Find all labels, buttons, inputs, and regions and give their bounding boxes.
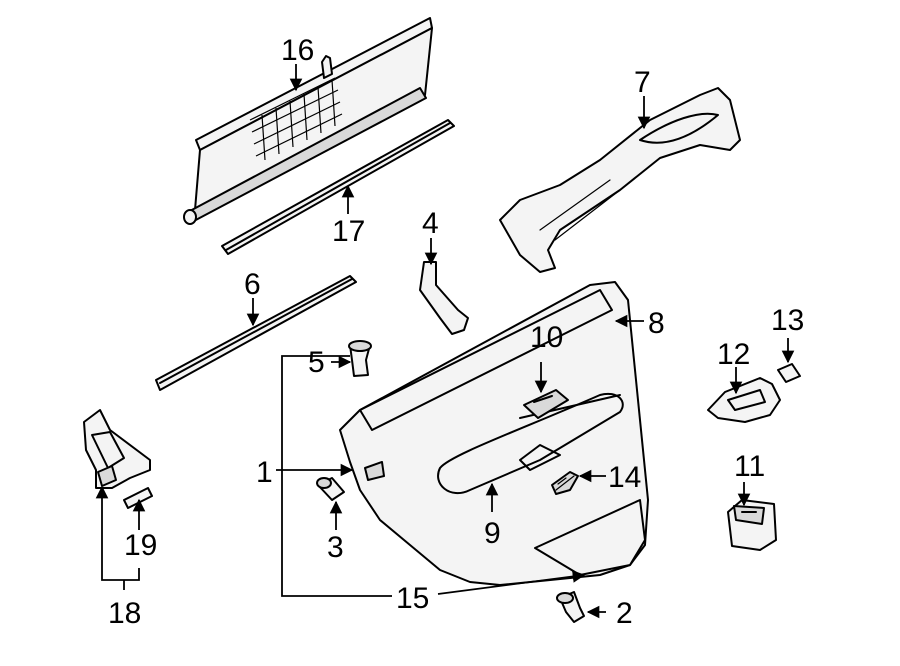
callout-6: 6 <box>244 268 261 301</box>
callout-10: 10 <box>530 321 563 354</box>
callout-4: 4 <box>422 207 439 240</box>
callout-3: 3 <box>327 531 344 564</box>
callout-16: 16 <box>281 34 314 67</box>
door-panel-part <box>339 281 649 586</box>
bracket-part <box>419 261 469 335</box>
switch-part-10 <box>523 389 569 419</box>
callout-17: 17 <box>332 215 365 248</box>
screw-part-2 <box>556 591 585 623</box>
pad-part <box>777 363 801 383</box>
grille-part <box>551 471 579 495</box>
sunshade-part <box>183 17 433 225</box>
bulb-part <box>123 487 153 509</box>
callout-9: 9 <box>484 517 501 550</box>
callout-19: 19 <box>124 529 157 562</box>
armrest-trim-part <box>499 87 741 273</box>
window-switch-part <box>727 499 777 551</box>
callout-14: 14 <box>608 461 641 494</box>
lamp-housing-part <box>83 409 151 489</box>
callout-7: 7 <box>634 66 651 99</box>
callout-11: 11 <box>734 450 765 483</box>
callout-12: 12 <box>717 338 750 371</box>
leader-lines <box>95 64 795 619</box>
clip-part-5 <box>348 340 372 377</box>
callout-2: 2 <box>616 597 633 630</box>
callout-1: 1 <box>256 456 273 489</box>
switch-bezel-part <box>707 377 781 423</box>
molding-strip-part <box>155 275 357 391</box>
callout-18: 18 <box>108 597 141 630</box>
callout-15: 15 <box>396 582 429 615</box>
push-pin-part-3 <box>316 477 345 501</box>
callout-13: 13 <box>771 304 804 337</box>
callout-5: 5 <box>308 346 325 379</box>
callout-8: 8 <box>648 307 665 340</box>
weatherstrip-part <box>221 119 455 255</box>
